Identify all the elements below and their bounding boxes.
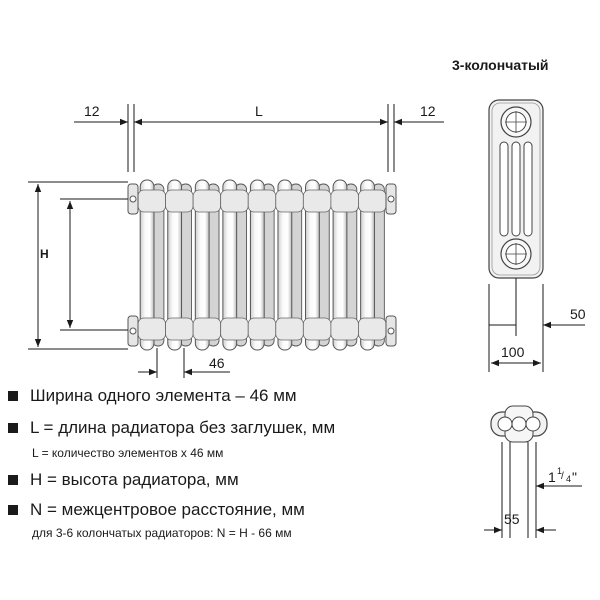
depth-dimension [488,278,585,372]
legend-item-center-distance: N = межцентровое расстояние, мм [8,498,458,522]
radiator-section [358,179,387,351]
length-label: L [255,103,263,119]
legend-item-length: L = длина радиатора без заглушек, мм [8,416,458,440]
radiator-front-view [127,179,397,351]
svg-text:/: / [561,471,564,482]
right-top-plug [385,183,397,215]
radiator-side-view [488,99,544,279]
connection-size-label: 1 1 / 4 " [548,466,577,485]
radiator-section [220,179,249,351]
bullet-icon [8,505,18,515]
legend-item-element-width: Ширина одного элемента – 46 мм [8,384,458,408]
connection-dimension [484,442,582,538]
depth-top-label: 50 [570,306,586,322]
element-width-label: 46 [209,355,225,371]
connection-quote: " [572,469,577,485]
left-bottom-plug [127,315,139,347]
bottom-hub-icon [500,238,532,270]
radiator-columns [137,179,387,351]
connection-sub: 4 [566,474,571,484]
radiator-type-title: 3-колончатый [452,57,549,73]
legend-note-center-distance-formula: для 3-6 колончатых радиаторов: N = H - 6… [32,526,292,540]
bullet-icon [8,475,18,485]
legend: Ширина одного элемента – 46 мм L = длина… [8,384,458,542]
radiator-section [275,179,304,351]
top-hub-icon [500,106,532,138]
radiator-section [192,179,222,351]
connection-sup: 1 [557,466,562,476]
bullet-icon [8,391,18,401]
radiator-section [302,179,332,351]
radiator-section [137,179,166,351]
right-bottom-plug [385,315,397,347]
height-dimension [28,181,128,350]
radiator-cross-section [490,405,548,443]
left-top-plug [127,183,139,215]
legend-note-length-formula: L = количество элементов x 46 мм [32,446,224,460]
radiator-section [330,179,359,351]
depth-total-label: 100 [501,344,525,360]
radiator-section [165,179,194,351]
element-width-dimension [138,348,230,378]
column-spacing-label: 55 [504,511,520,527]
bullet-icon [8,423,18,433]
height-label: H [40,247,49,261]
left-cap-label: 12 [84,103,100,119]
connection-main: 1 [548,469,556,485]
legend-item-height: H = высота радиатора, мм [8,468,458,492]
length-dimension [74,104,444,172]
radiator-section [247,179,277,351]
right-cap-label: 12 [420,103,436,119]
